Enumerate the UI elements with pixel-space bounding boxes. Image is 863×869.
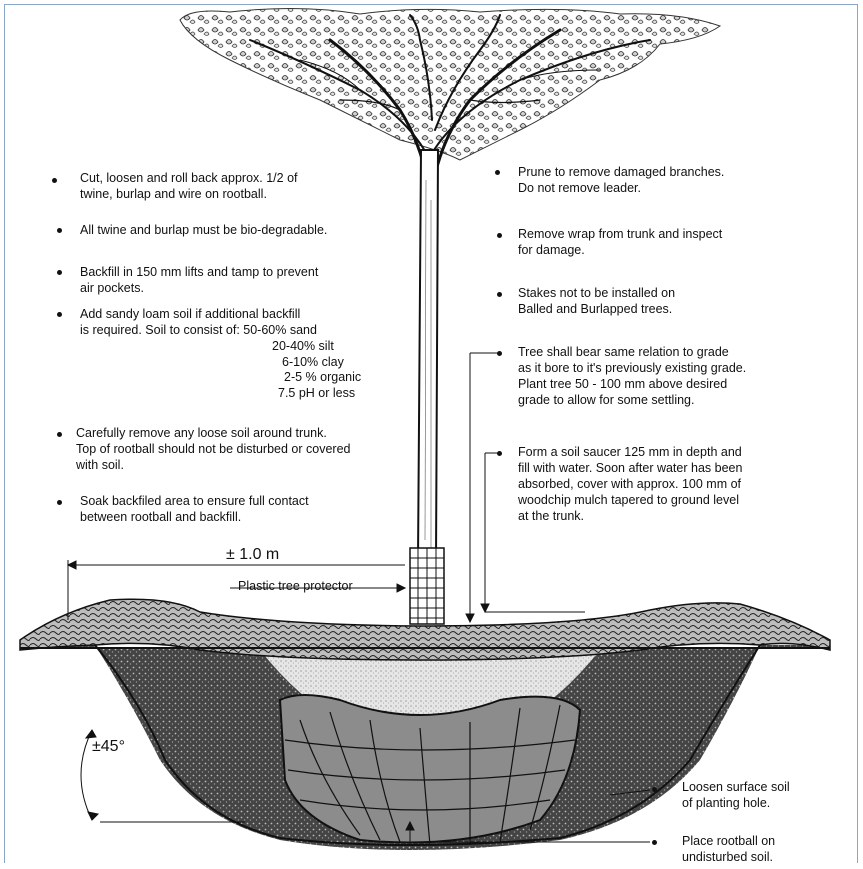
- label-tree-protector: Plastic tree protector: [238, 579, 353, 593]
- note-line: Do not remove leader.: [518, 180, 724, 196]
- soil-mix-item: 2-5 % organic: [272, 370, 361, 386]
- note-line: Balled and Burlapped trees.: [518, 301, 675, 317]
- note-line: woodchip mulch tapered to ground level: [518, 492, 742, 508]
- label-width-dimension: ± 1.0 m: [226, 546, 279, 564]
- note-line: Form a soil saucer 125 mm in depth and: [518, 444, 742, 460]
- bullet-icon: [52, 178, 57, 183]
- note-line: between rootball and backfill.: [80, 509, 309, 525]
- note-line: Backfill in 150 mm lifts and tamp to pre…: [80, 264, 318, 280]
- note-backfill-lifts: Backfill in 150 mm lifts and tamp to pre…: [80, 264, 318, 296]
- note-line: grade to allow for some settling.: [518, 392, 746, 408]
- bullet-icon: [57, 432, 62, 437]
- note-soak-backfill: Soak backfiled area to ensure full conta…: [80, 493, 309, 525]
- note-line: Add sandy loam soil if additional backfi…: [80, 306, 317, 322]
- soil-mix-item: 6-10% clay: [272, 355, 361, 371]
- note-sandy-loam: Add sandy loam soil if additional backfi…: [80, 306, 317, 338]
- note-line: Plant tree 50 - 100 mm above desired: [518, 376, 746, 392]
- note-line: Stakes not to be installed on: [518, 285, 675, 301]
- note-line: Place rootball on: [682, 833, 775, 849]
- bullet-icon: [652, 787, 657, 792]
- note-line: as it bore to it's previously existing g…: [518, 360, 746, 376]
- soil-mix-item: 20-40% silt: [272, 339, 361, 355]
- bullet-icon: [495, 170, 500, 175]
- note-line: absorbed, cover with approx. 100 mm of: [518, 476, 742, 492]
- note-line: Carefully remove any loose soil around t…: [76, 425, 350, 441]
- note-rootball-wrap: Cut, loosen and roll back approx. 1/2 of…: [80, 170, 298, 202]
- note-prune: Prune to remove damaged branches. Do not…: [518, 164, 724, 196]
- note-line: Prune to remove damaged branches.: [518, 164, 724, 180]
- note-line: Loosen surface soil: [682, 779, 790, 795]
- note-line: for damage.: [518, 242, 722, 258]
- label-angle-dimension: ±45°: [92, 738, 125, 756]
- bullet-icon: [57, 500, 62, 505]
- note-line: is required. Soil to consist of: 50-60% …: [80, 322, 317, 338]
- note-line: twine, burlap and wire on rootball.: [80, 186, 298, 202]
- note-line: fill with water. Soon after water has be…: [518, 460, 742, 476]
- planting-hole: [20, 645, 830, 850]
- soil-mix-list: 20-40% silt 6-10% clay 2-5 % organic 7.5…: [272, 339, 361, 401]
- note-line: Soak backfiled area to ensure full conta…: [80, 493, 309, 509]
- tree-protector: [410, 548, 444, 624]
- bullet-icon: [57, 312, 62, 317]
- note-remove-wrap: Remove wrap from trunk and inspect for d…: [518, 226, 722, 258]
- bullet-icon: [497, 233, 502, 238]
- bullet-icon: [652, 840, 657, 845]
- note-line: of planting hole.: [682, 795, 790, 811]
- bullet-icon: [497, 451, 502, 456]
- note-loose-soil: Carefully remove any loose soil around t…: [76, 425, 350, 473]
- note-stakes: Stakes not to be installed on Balled and…: [518, 285, 675, 317]
- note-biodegradable: All twine and burlap must be bio-degrada…: [80, 222, 327, 238]
- note-place-rootball: Place rootball on undisturbed soil.: [682, 833, 775, 865]
- note-line: All twine and burlap must be bio-degrada…: [80, 222, 327, 238]
- soil-mix-item: 7.5 pH or less: [272, 386, 361, 402]
- bullet-icon: [497, 292, 502, 297]
- note-soil-saucer: Form a soil saucer 125 mm in depth and f…: [518, 444, 742, 524]
- note-line: with soil.: [76, 457, 350, 473]
- note-line: undisturbed soil.: [682, 849, 775, 865]
- note-grade-relation: Tree shall bear same relation to grade a…: [518, 344, 746, 408]
- bullet-icon: [57, 228, 62, 233]
- note-line: Cut, loosen and roll back approx. 1/2 of: [80, 170, 298, 186]
- note-line: air pockets.: [80, 280, 318, 296]
- note-line: Top of rootball should not be disturbed …: [76, 441, 350, 457]
- note-line: at the trunk.: [518, 508, 742, 524]
- bullet-icon: [57, 270, 62, 275]
- note-line: Remove wrap from trunk and inspect: [518, 226, 722, 242]
- tree-trunk: [418, 150, 438, 560]
- bullet-icon: [497, 351, 502, 356]
- note-line: Tree shall bear same relation to grade: [518, 344, 746, 360]
- note-loosen-surface: Loosen surface soil of planting hole.: [682, 779, 790, 811]
